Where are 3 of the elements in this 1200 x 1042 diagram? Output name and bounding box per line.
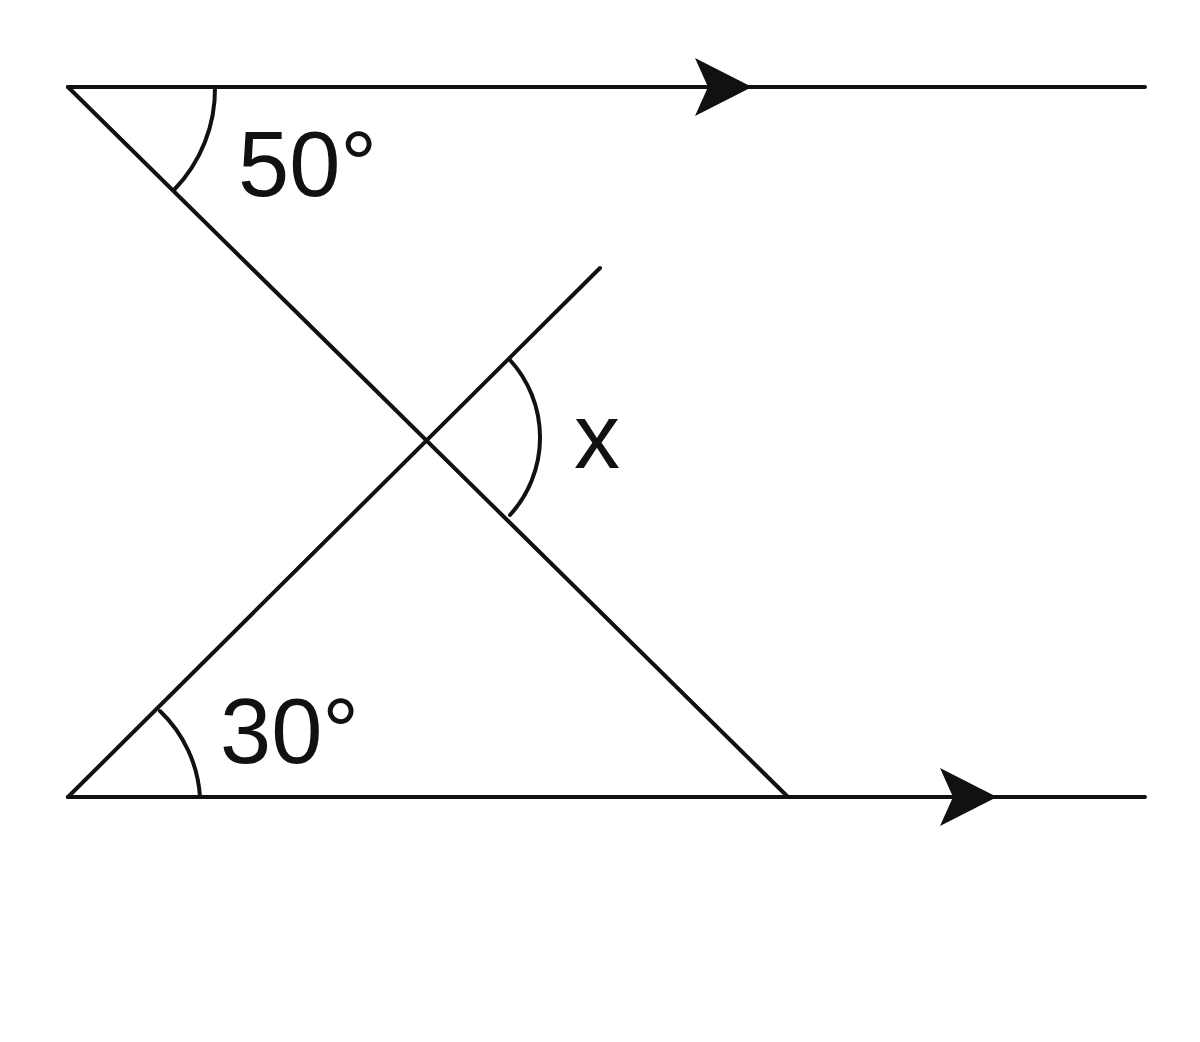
angle-label: x bbox=[574, 390, 620, 482]
angle-label: 50° bbox=[238, 118, 378, 210]
angle-label: 30° bbox=[220, 685, 360, 777]
